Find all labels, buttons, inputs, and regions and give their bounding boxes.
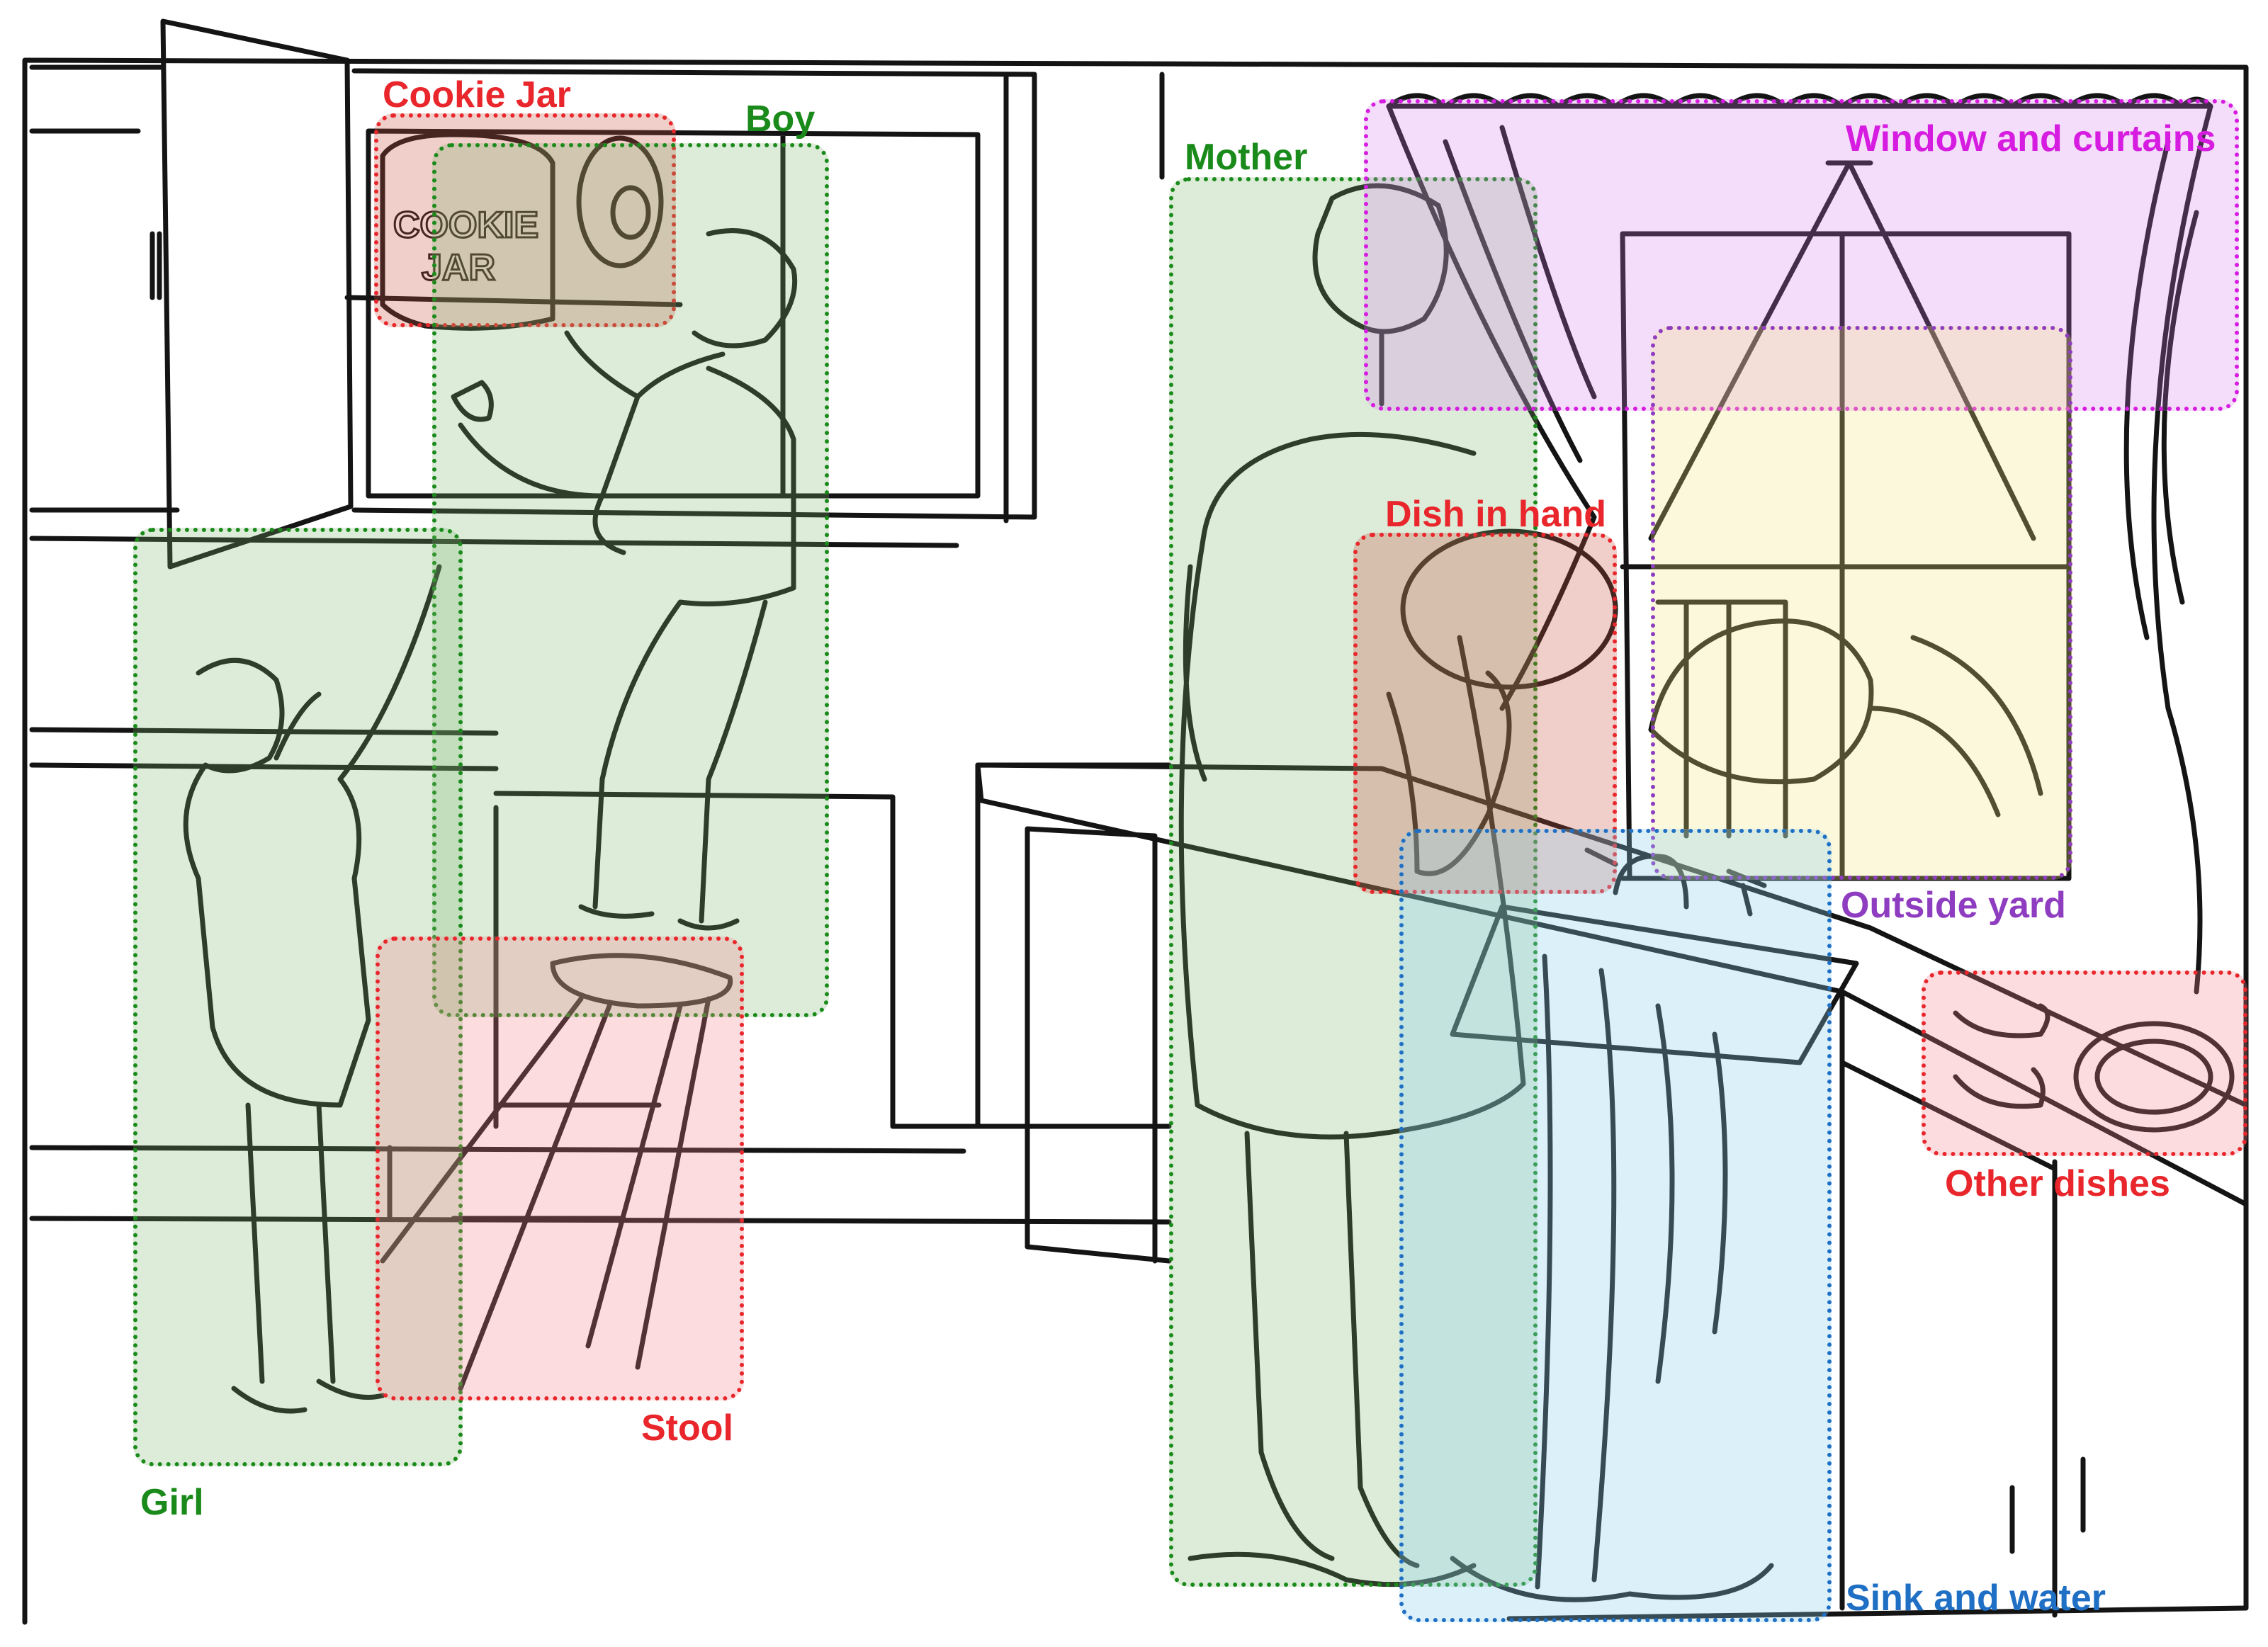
girl-figure bbox=[183, 564, 442, 1414]
cabinet-shelf bbox=[344, 295, 683, 307]
boy-hand-cookie bbox=[451, 380, 494, 422]
cups bbox=[1953, 1003, 2050, 1109]
girl-label: Girl bbox=[140, 1482, 204, 1523]
sink-water-region bbox=[1399, 829, 1832, 1622]
outside-yard-region bbox=[1651, 326, 2072, 880]
dish-in-hand-label: Dish in hand bbox=[1385, 494, 1606, 535]
upper-cabinet bbox=[29, 64, 1165, 523]
other-dishes-label: Other dishes bbox=[1945, 1163, 2170, 1204]
boy-label: Boy bbox=[745, 98, 816, 140]
outside-bush bbox=[1648, 618, 1874, 785]
outside-yard-label: Outside yard bbox=[1841, 885, 2066, 926]
mother-figure bbox=[1178, 183, 1526, 1568]
sink-basin bbox=[1450, 904, 1859, 1065]
window-region bbox=[1364, 99, 2239, 411]
line-art bbox=[22, 18, 2249, 1625]
curtain-valance bbox=[1386, 93, 2213, 109]
other-dishes-region bbox=[1922, 970, 2247, 1156]
plate bbox=[2073, 1021, 2235, 1133]
plate-rim bbox=[2094, 1038, 2213, 1115]
cookie-jar-lid bbox=[576, 135, 664, 268]
lower-cabinet-right bbox=[1839, 989, 2086, 1618]
cookie-jar-region bbox=[374, 113, 676, 327]
sink-water-label: Sink and water bbox=[1846, 1578, 2106, 1619]
stool-label: Stool bbox=[641, 1408, 733, 1449]
girl-region bbox=[133, 528, 463, 1466]
boy-region bbox=[432, 143, 829, 1017]
outside-house bbox=[1648, 160, 2036, 839]
boy-figure bbox=[458, 228, 798, 931]
cookie-jar-label: Cookie Jar bbox=[383, 74, 571, 115]
dish-in-hand-region bbox=[1353, 533, 1617, 894]
mother-label: Mother bbox=[1185, 137, 1308, 178]
picture-frame bbox=[22, 57, 2249, 1625]
cookie-jar-text-line1: COOKIE bbox=[393, 205, 538, 246]
lower-cabinet-left bbox=[387, 762, 1172, 1221]
cookie-jar-lid-knob bbox=[610, 185, 651, 240]
open-cabinet-door bbox=[149, 18, 354, 570]
left-counter bbox=[29, 536, 1172, 1225]
dish-towel bbox=[1386, 670, 1512, 876]
window-label: Window and curtains bbox=[1846, 118, 2216, 159]
outside-path bbox=[1868, 635, 2043, 817]
stool-region bbox=[376, 936, 744, 1400]
right-counter bbox=[975, 762, 2249, 1264]
mother-region bbox=[1169, 177, 1538, 1587]
faucet bbox=[1584, 847, 1767, 917]
stool bbox=[380, 953, 733, 1391]
water-overflow bbox=[1187, 953, 1774, 1602]
